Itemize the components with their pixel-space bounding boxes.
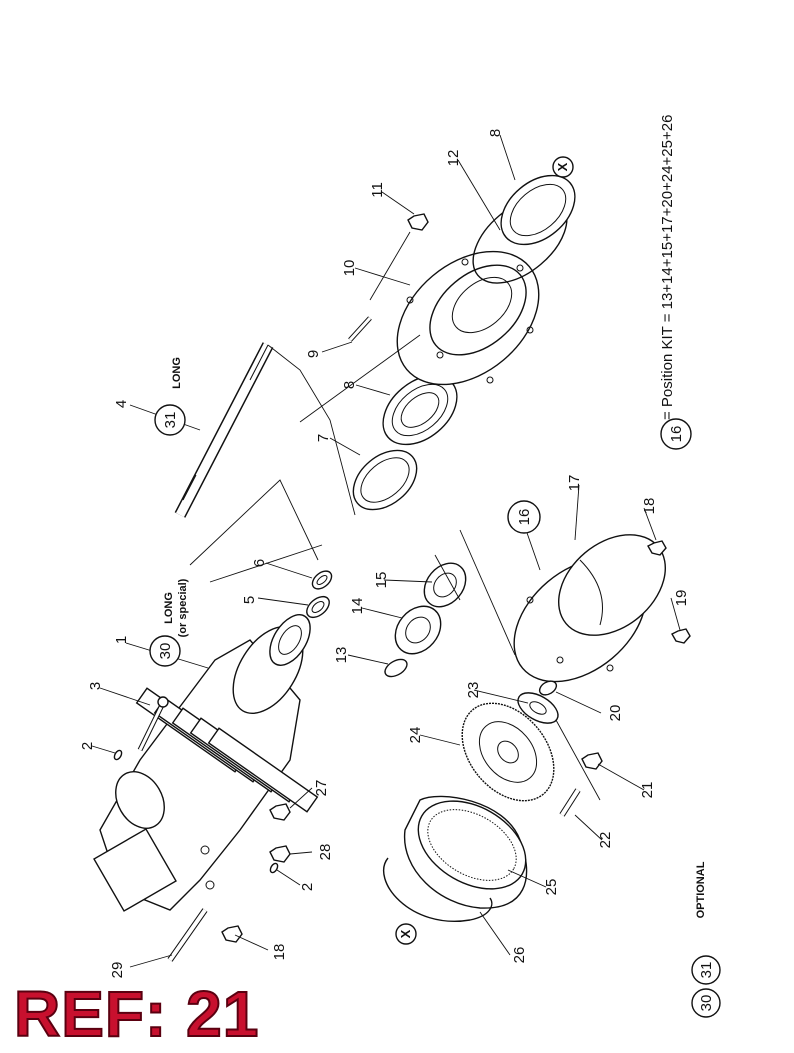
alignment-lines [189, 231, 601, 801]
sun-gear-part [394, 605, 442, 655]
label-13: 13 [333, 647, 350, 664]
label-27: 27 [313, 780, 330, 797]
circle-30-housing: 30 [157, 643, 174, 660]
ref-stamp: REF: 21 [13, 978, 260, 1050]
label-2-lower: 2 [299, 883, 316, 891]
notes: LONG LONG (or special) OPTIONAL [163, 357, 707, 918]
circle-30-legend: 30 [698, 995, 715, 1012]
main-housing-part [93, 614, 319, 912]
axle-shaft-part [174, 342, 274, 518]
label-20: 20 [607, 705, 624, 722]
circle-16-legend: 16 [668, 426, 685, 443]
screw-part [647, 540, 667, 556]
x-mark-bottom: X [398, 929, 413, 938]
label-8-outer: 8 [487, 129, 504, 137]
screw-part [671, 628, 691, 644]
washer-part [538, 680, 558, 696]
note-or-special: (or special) [177, 578, 189, 637]
label-22: 22 [597, 832, 614, 849]
leader-lines [91, 134, 681, 968]
nut-part [581, 752, 603, 770]
label-26: 26 [511, 947, 528, 964]
label-21: 21 [639, 782, 656, 799]
label-24: 24 [407, 727, 424, 744]
planet-carrier-part [513, 534, 667, 683]
x-marks: X X [395, 156, 574, 945]
lock-plate-part [517, 692, 559, 724]
label-25: 25 [543, 879, 560, 896]
nut-part [407, 213, 429, 231]
label-8-inner: 8 [341, 381, 358, 389]
bearing-part [500, 174, 576, 246]
label-4: 4 [113, 400, 130, 408]
label-5: 5 [241, 596, 258, 604]
label-6: 6 [251, 559, 268, 567]
circled-references: 30 31 16 16 30 31 [149, 404, 721, 1018]
circle-31-legend: 31 [698, 962, 715, 979]
label-17: 17 [566, 475, 583, 492]
label-12: 12 [445, 150, 462, 167]
wheel-hub-part [396, 250, 540, 386]
thrust-washer-part [384, 658, 408, 678]
note-long-housing: LONG [163, 592, 175, 624]
label-2: 2 [79, 742, 96, 750]
o-ring-part [269, 862, 279, 874]
stud-part [559, 788, 581, 817]
note-long-shaft: LONG [171, 357, 183, 389]
o-ring-part [113, 749, 123, 761]
label-9: 9 [305, 350, 322, 358]
circle-31-shaft: 31 [162, 412, 179, 429]
x-mark-top: X [555, 162, 570, 171]
planet-gear-part [423, 562, 467, 608]
label-28: 28 [317, 844, 334, 861]
label-29: 29 [109, 962, 126, 979]
ring-gear-hub-part [461, 702, 555, 802]
label-18-housing: 18 [271, 944, 288, 961]
label-19: 19 [673, 590, 690, 607]
washer-part [311, 570, 333, 590]
nut-part [269, 803, 291, 821]
label-3: 3 [87, 682, 104, 690]
part-labels: 1 3 2 4 5 6 7 8 9 10 11 12 8 15 14 13 17… [79, 129, 690, 979]
circle-16-carrier: 16 [516, 509, 533, 526]
wheel-stud-part [348, 316, 372, 342]
label-14: 14 [349, 598, 366, 615]
snap-ring-part [382, 857, 493, 922]
label-15: 15 [373, 572, 390, 589]
bolt-part [137, 696, 169, 752]
washer-part [306, 595, 330, 619]
label-1: 1 [113, 636, 130, 644]
label-7: 7 [315, 434, 332, 442]
ring-gear-part [403, 795, 528, 909]
kit-legend-text: = Position KIT = 13+14+15+17+20+24+25+26 [659, 115, 676, 420]
nut-part [269, 845, 291, 863]
seal-part [352, 449, 418, 511]
label-23: 23 [465, 682, 482, 699]
label-11: 11 [369, 182, 386, 198]
label-18-carrier: 18 [641, 498, 658, 515]
stud-part [167, 908, 208, 962]
label-10: 10 [341, 260, 358, 277]
note-optional: OPTIONAL [695, 861, 707, 918]
nut-part [221, 925, 243, 943]
